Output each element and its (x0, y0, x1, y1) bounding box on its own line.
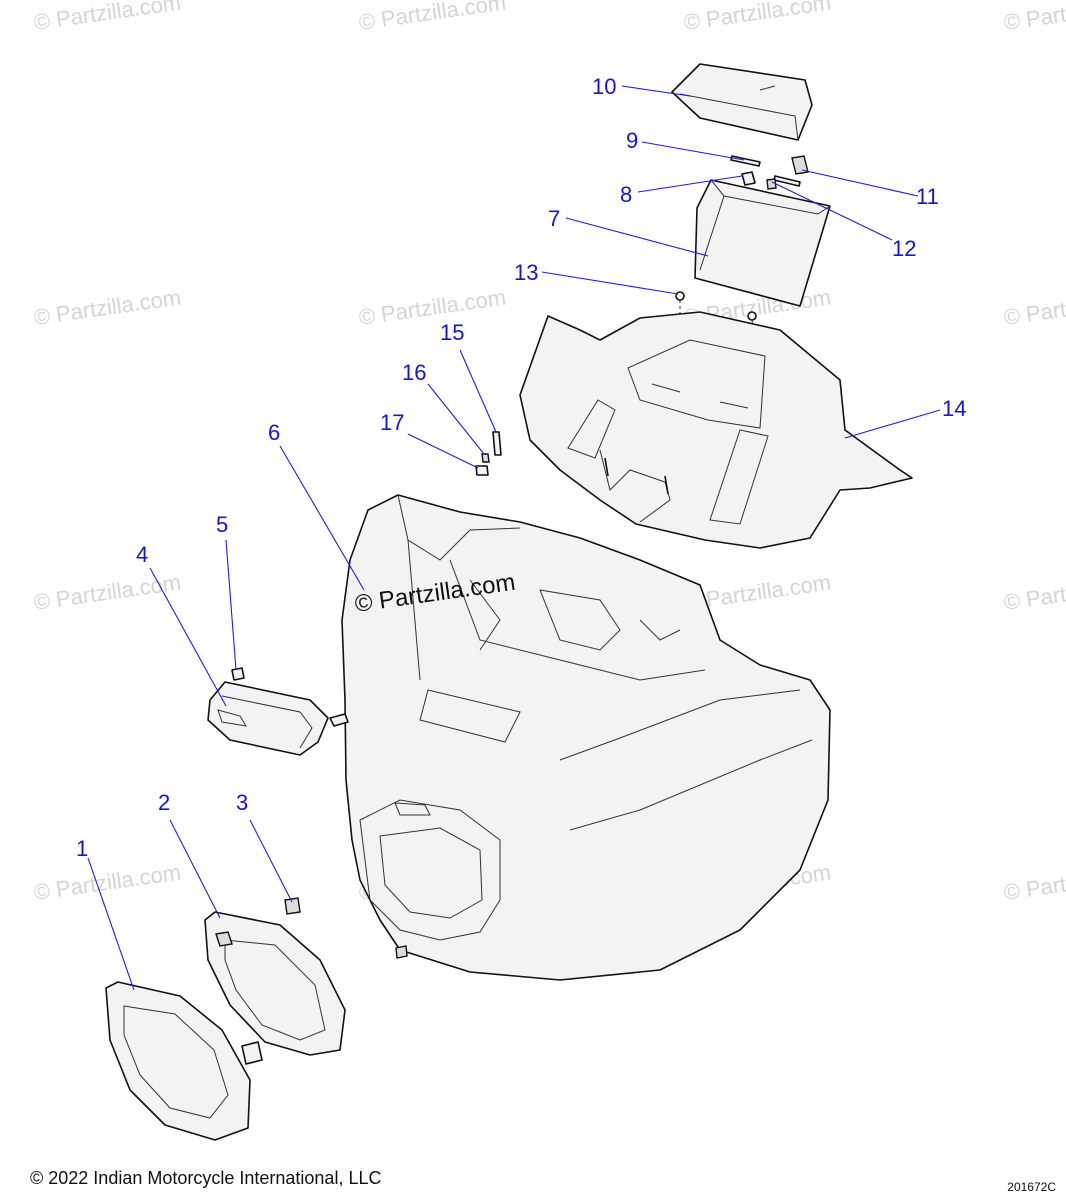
callout-15: 15 (440, 320, 464, 345)
callout-5: 5 (216, 512, 228, 537)
part-3-clip (284, 897, 301, 915)
part-11-latch (773, 155, 809, 187)
callout-7: 7 (548, 206, 560, 231)
watermark: © Partzilla.com (1002, 860, 1066, 905)
part-4-light-housing (207, 681, 349, 756)
callout-9: 9 (626, 128, 638, 153)
callout-17: 17 (380, 410, 404, 435)
callout-8: 8 (620, 182, 632, 207)
callout-2: 2 (158, 790, 170, 815)
part-8-bushing (741, 171, 756, 186)
callout-11: 11 (916, 184, 939, 209)
watermark: © Partzilla.com (32, 285, 182, 330)
callout-10: 10 (592, 74, 616, 99)
watermark: © Partzilla.com (1002, 285, 1066, 330)
leader-lines (87, 85, 941, 991)
copyright-text: © 2022 Indian Motorcycle International, … (30, 1168, 382, 1188)
watermark: © Partzilla.com (32, 0, 182, 35)
callout-1: 1 (76, 836, 88, 861)
watermark: © Partzilla.com (32, 570, 182, 615)
part-5-screw (231, 667, 245, 681)
watermark: © Partzilla.com (1002, 0, 1066, 35)
part-1-headlight-ring (105, 981, 263, 1141)
callout-16: 16 (402, 360, 426, 385)
watermark: © Partzilla.com (682, 0, 832, 35)
part-16-clip (481, 453, 490, 463)
part-7-storage-bin (694, 179, 831, 307)
callout-6: 6 (268, 420, 280, 445)
part-6-outer-fairing (341, 494, 831, 981)
part-12-spring (766, 178, 777, 190)
part-10-lid (671, 63, 813, 141)
callout-12: 12 (892, 236, 916, 261)
part-2-headlight-bezel (204, 911, 346, 1056)
watermark: © Partzilla.com (1002, 570, 1066, 615)
part-15-screw (492, 431, 502, 456)
part-17-nut (475, 465, 489, 476)
callout-14: 14 (942, 396, 966, 421)
callout-numbers: 1 2 3 4 5 6 7 8 9 10 11 12 13 14 15 16 1… (76, 74, 966, 861)
callout-13: 13 (514, 260, 538, 285)
watermark: © Partzilla.com (32, 860, 182, 905)
part-14-inner-fairing (519, 311, 913, 549)
fairing-clip (395, 945, 408, 959)
part-9-pin (730, 155, 761, 167)
watermark: © Partzilla.com (357, 0, 507, 35)
diagram-id: 201672C (1007, 1180, 1056, 1194)
callout-4: 4 (136, 542, 148, 567)
watermark: © Partzilla.com (357, 285, 507, 330)
callout-3: 3 (236, 790, 248, 815)
